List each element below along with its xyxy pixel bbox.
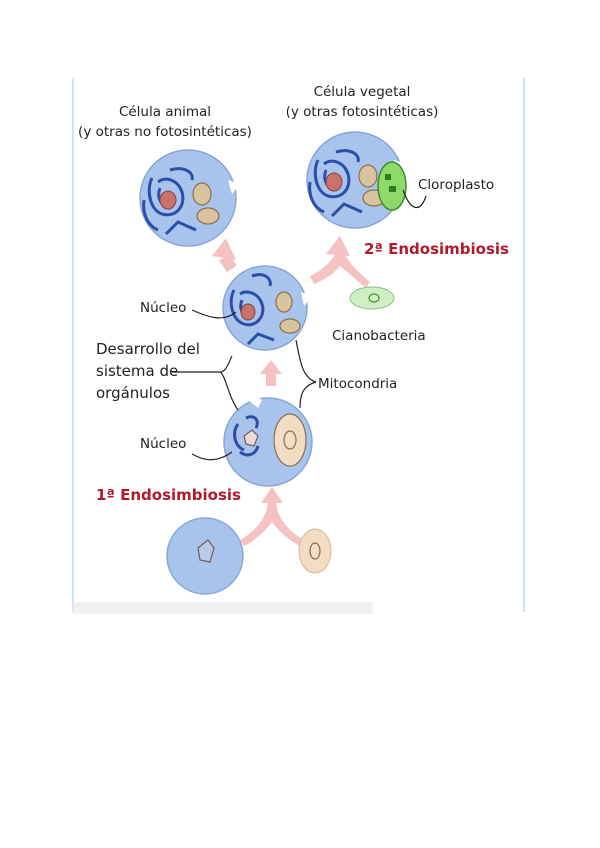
second-endosymbiosis-label: 2ª Endosimbiosis: [364, 240, 509, 258]
plant-cell-title: Célula vegetal: [314, 84, 411, 100]
arrows: [212, 236, 370, 546]
proteobacterium: [298, 528, 332, 574]
cyanobacteria-shape: [349, 286, 395, 310]
nucleus-label-upper: Núcleo: [140, 300, 186, 316]
plant-cell-subtitle: (y otras fotosintéticas): [286, 104, 439, 120]
animal-cell-title: Célula animal: [119, 104, 211, 120]
organelle-development-line-2: sistema de: [96, 362, 178, 380]
nucleus-label-lower: Núcleo: [140, 436, 186, 452]
leader-lines: [172, 189, 427, 461]
host-cell: [166, 517, 244, 595]
animal-cell: [139, 149, 240, 247]
animal-cell-subtitle: (y otras no fotosintéticas): [78, 124, 252, 140]
cyanobacteria-label: Cianobacteria: [332, 328, 426, 344]
organelle-development-line-1: Desarrollo del: [96, 340, 200, 358]
chloroplast-label: Cloroplasto: [418, 177, 494, 193]
organelle-development-line-3: orgánulos: [96, 384, 170, 402]
plant-cell: [306, 131, 407, 229]
intermediate-cell: [222, 265, 312, 351]
mitochondria-label: Mitocondria: [318, 376, 397, 392]
early-cell: [223, 397, 313, 487]
first-endosymbiosis-label: 1ª Endosimbiosis: [96, 486, 241, 504]
frame-bottom-shadow: [73, 602, 373, 614]
